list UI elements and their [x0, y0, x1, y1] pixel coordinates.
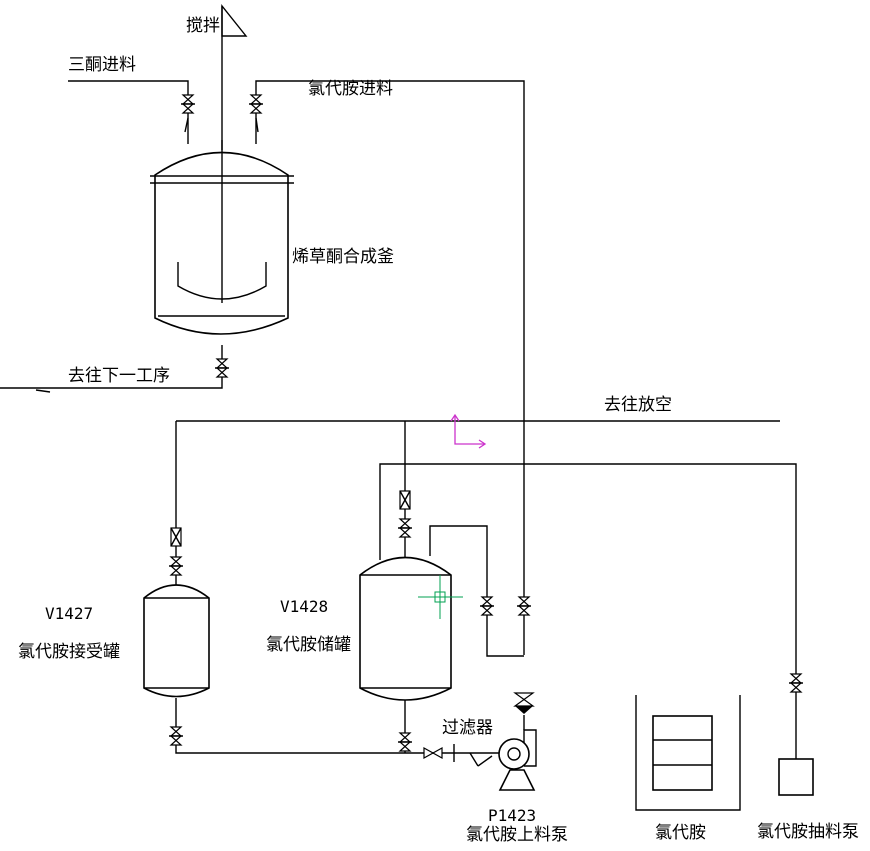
pump-tag: P1423 — [488, 806, 536, 825]
transfer-pump — [778, 673, 814, 796]
filter-label: 过滤器 — [442, 718, 493, 738]
feed-pump-p1423 — [498, 692, 537, 791]
receiver-name: 氯代胺接受罐 — [18, 642, 120, 662]
stirrer-label: 搅拌 — [186, 16, 220, 36]
receiver-tag: V1427 — [45, 604, 93, 623]
next-process-label: 去往下一工序 — [68, 366, 170, 386]
chloramide-drums-label: 氯代胺 — [655, 823, 706, 843]
chloramide-drums — [635, 695, 741, 811]
transfer-pump-label: 氯代胺抽料泵 — [757, 822, 859, 842]
vent-label: 去往放空 — [604, 395, 672, 415]
receiver-tank-v1427 — [143, 527, 420, 754]
pump-name: 氯代胺上料泵 — [466, 825, 568, 845]
stirrer-icon — [221, 4, 248, 150]
next-process-line — [0, 345, 230, 393]
ucs-axis-icon — [450, 413, 487, 449]
chloramide-feed-line — [248, 80, 525, 655]
crosshair-cursor — [418, 575, 463, 619]
chloramide-feed-label: 氯代胺进料 — [308, 79, 393, 99]
storage-tank-v1428 — [359, 490, 532, 753]
synthesis-kettle — [150, 140, 294, 335]
suction-line — [420, 744, 500, 767]
vent-header — [175, 420, 797, 760]
synthesis-kettle-label: 烯草酮合成釜 — [292, 247, 394, 267]
triketone-feed-label: 三酮进料 — [68, 55, 136, 75]
storage-name: 氯代胺储罐 — [266, 635, 351, 655]
storage-tag: V1428 — [280, 597, 328, 616]
anchor-agitator — [177, 262, 267, 300]
triketone-feed-line — [68, 80, 196, 144]
